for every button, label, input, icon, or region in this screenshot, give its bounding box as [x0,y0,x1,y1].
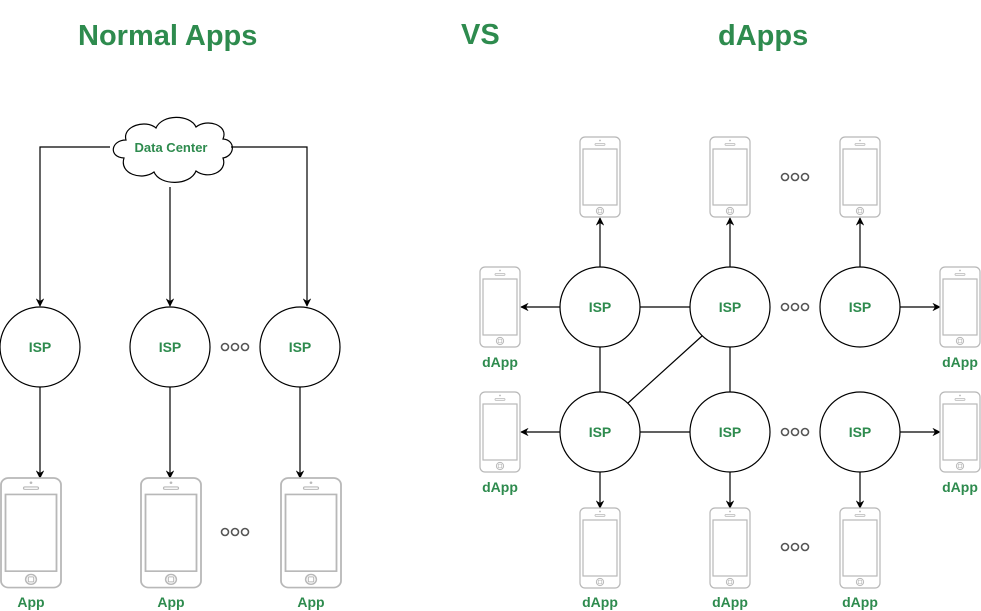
ellipsis-icon [220,342,250,352]
isp-node: ISP [819,391,901,473]
phone-icon [579,507,621,589]
isp-node: ISP [259,306,341,388]
app-phone [280,477,342,589]
phone-icon [839,136,881,218]
dapp-labels: dApp dApp dApp dApp dApp dApp dApp [482,354,978,610]
dapp-label: dApp [842,594,878,610]
isp-node: ISP [689,266,771,348]
ellipsis-icon [220,527,250,537]
isp-label: ISP [29,339,52,355]
isp-label: ISP [719,299,742,315]
phone-icon [479,266,521,348]
dapp-phone [579,136,621,218]
connector-dc-isp-3 [231,146,312,307]
data-center-label: Data Center [135,140,208,155]
dapp-phone [939,391,981,473]
title-vs: VS [461,19,500,51]
isp-node: ISP [819,266,901,348]
dapp-label: dApp [712,594,748,610]
dapp-phone [479,391,521,473]
app-phone [0,477,62,589]
isp-label: ISP [719,424,742,440]
dapp-label: dApp [482,479,518,495]
isp-label: ISP [289,339,312,355]
dapp-phone [709,136,751,218]
phone-icon [939,391,981,473]
link-isp-isp [627,335,703,404]
ellipsis-icon [780,427,810,437]
dapp-phone [479,266,521,348]
isp-label: ISP [159,339,182,355]
app-label: App [17,594,44,610]
dapp-label: dApp [582,594,618,610]
phone-icon [140,477,202,589]
dapp-arrows [520,217,941,509]
dapp-phone [709,507,751,589]
phone-icon [479,391,521,473]
ellipsis-icon [780,302,810,312]
isp-node: ISP [0,306,81,388]
data-center-cloud: Data Center [112,116,233,183]
dapp-mesh-links [599,306,731,433]
isp-label: ISP [589,299,612,315]
normal-isp-nodes: ISP ISP ISP [0,306,341,388]
ellipsis-icon [780,542,810,552]
isp-node: ISP [129,306,211,388]
connector-dc-isp-1 [35,146,110,307]
dapp-label: dApp [482,354,518,370]
phone-icon [280,477,342,589]
normal-app-phones: App App App [0,477,342,610]
phone-icon [0,477,62,589]
isp-node: ISP [559,391,641,473]
phone-icon [579,136,621,218]
isp-label: ISP [849,424,872,440]
isp-label: ISP [589,424,612,440]
app-phone [140,477,202,589]
normal-isp-app-connectors [35,387,305,479]
dapp-phone [839,507,881,589]
isp-node: ISP [689,391,771,473]
ellipsis-icon [780,172,810,182]
dapp-phone [939,266,981,348]
phone-icon [709,507,751,589]
phone-icon [839,507,881,589]
dapp-phone [579,507,621,589]
dapp-label: dApp [942,354,978,370]
phone-icon [709,136,751,218]
title-normal-apps: Normal Apps [78,20,258,52]
dapp-label: dApp [942,479,978,495]
dapp-isp-nodes: ISP ISP ISP ISP ISP ISP [559,266,901,473]
isp-node: ISP [559,266,641,348]
app-label: App [297,594,324,610]
dapp-ellipses [780,172,810,552]
app-label: App [157,594,184,610]
title-dapps: dApps [718,20,809,52]
normal-ellipses [220,342,250,537]
data-center-connectors [35,146,312,307]
isp-label: ISP [849,299,872,315]
phone-icon [939,266,981,348]
dapp-phone [839,136,881,218]
